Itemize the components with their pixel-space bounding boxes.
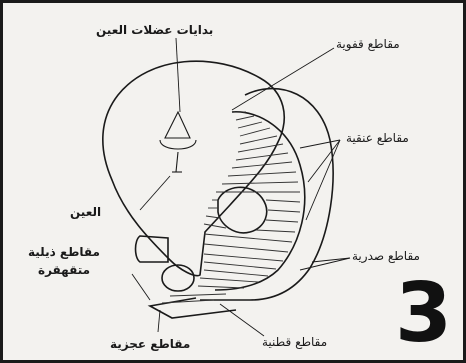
label-cervical-somites: مقاطع عنقية xyxy=(346,132,409,144)
label-thoracic-somites: مقاطع صدرية xyxy=(352,250,420,262)
tail-bud xyxy=(162,265,194,291)
label-sacral-somites: مقاطع عجزية xyxy=(110,338,190,350)
dorsal-curve xyxy=(215,112,305,290)
label-eye: العين xyxy=(70,206,101,218)
label-tail-somites: مقاطع ذيلية xyxy=(28,246,100,258)
label-lumbar-somites: مقاطع قطنية xyxy=(262,336,327,348)
label-eye-muscle-beginnings: بدايات عضلات العين xyxy=(96,24,213,36)
label-occipital-somites: مقاطع قفوية xyxy=(336,38,400,50)
eye-muscle-sketch xyxy=(160,112,196,172)
limb-bud xyxy=(136,236,169,262)
label-regressed: متقهقرة xyxy=(38,264,90,276)
figure-number: 3 xyxy=(395,273,452,355)
head-outline xyxy=(103,61,284,275)
